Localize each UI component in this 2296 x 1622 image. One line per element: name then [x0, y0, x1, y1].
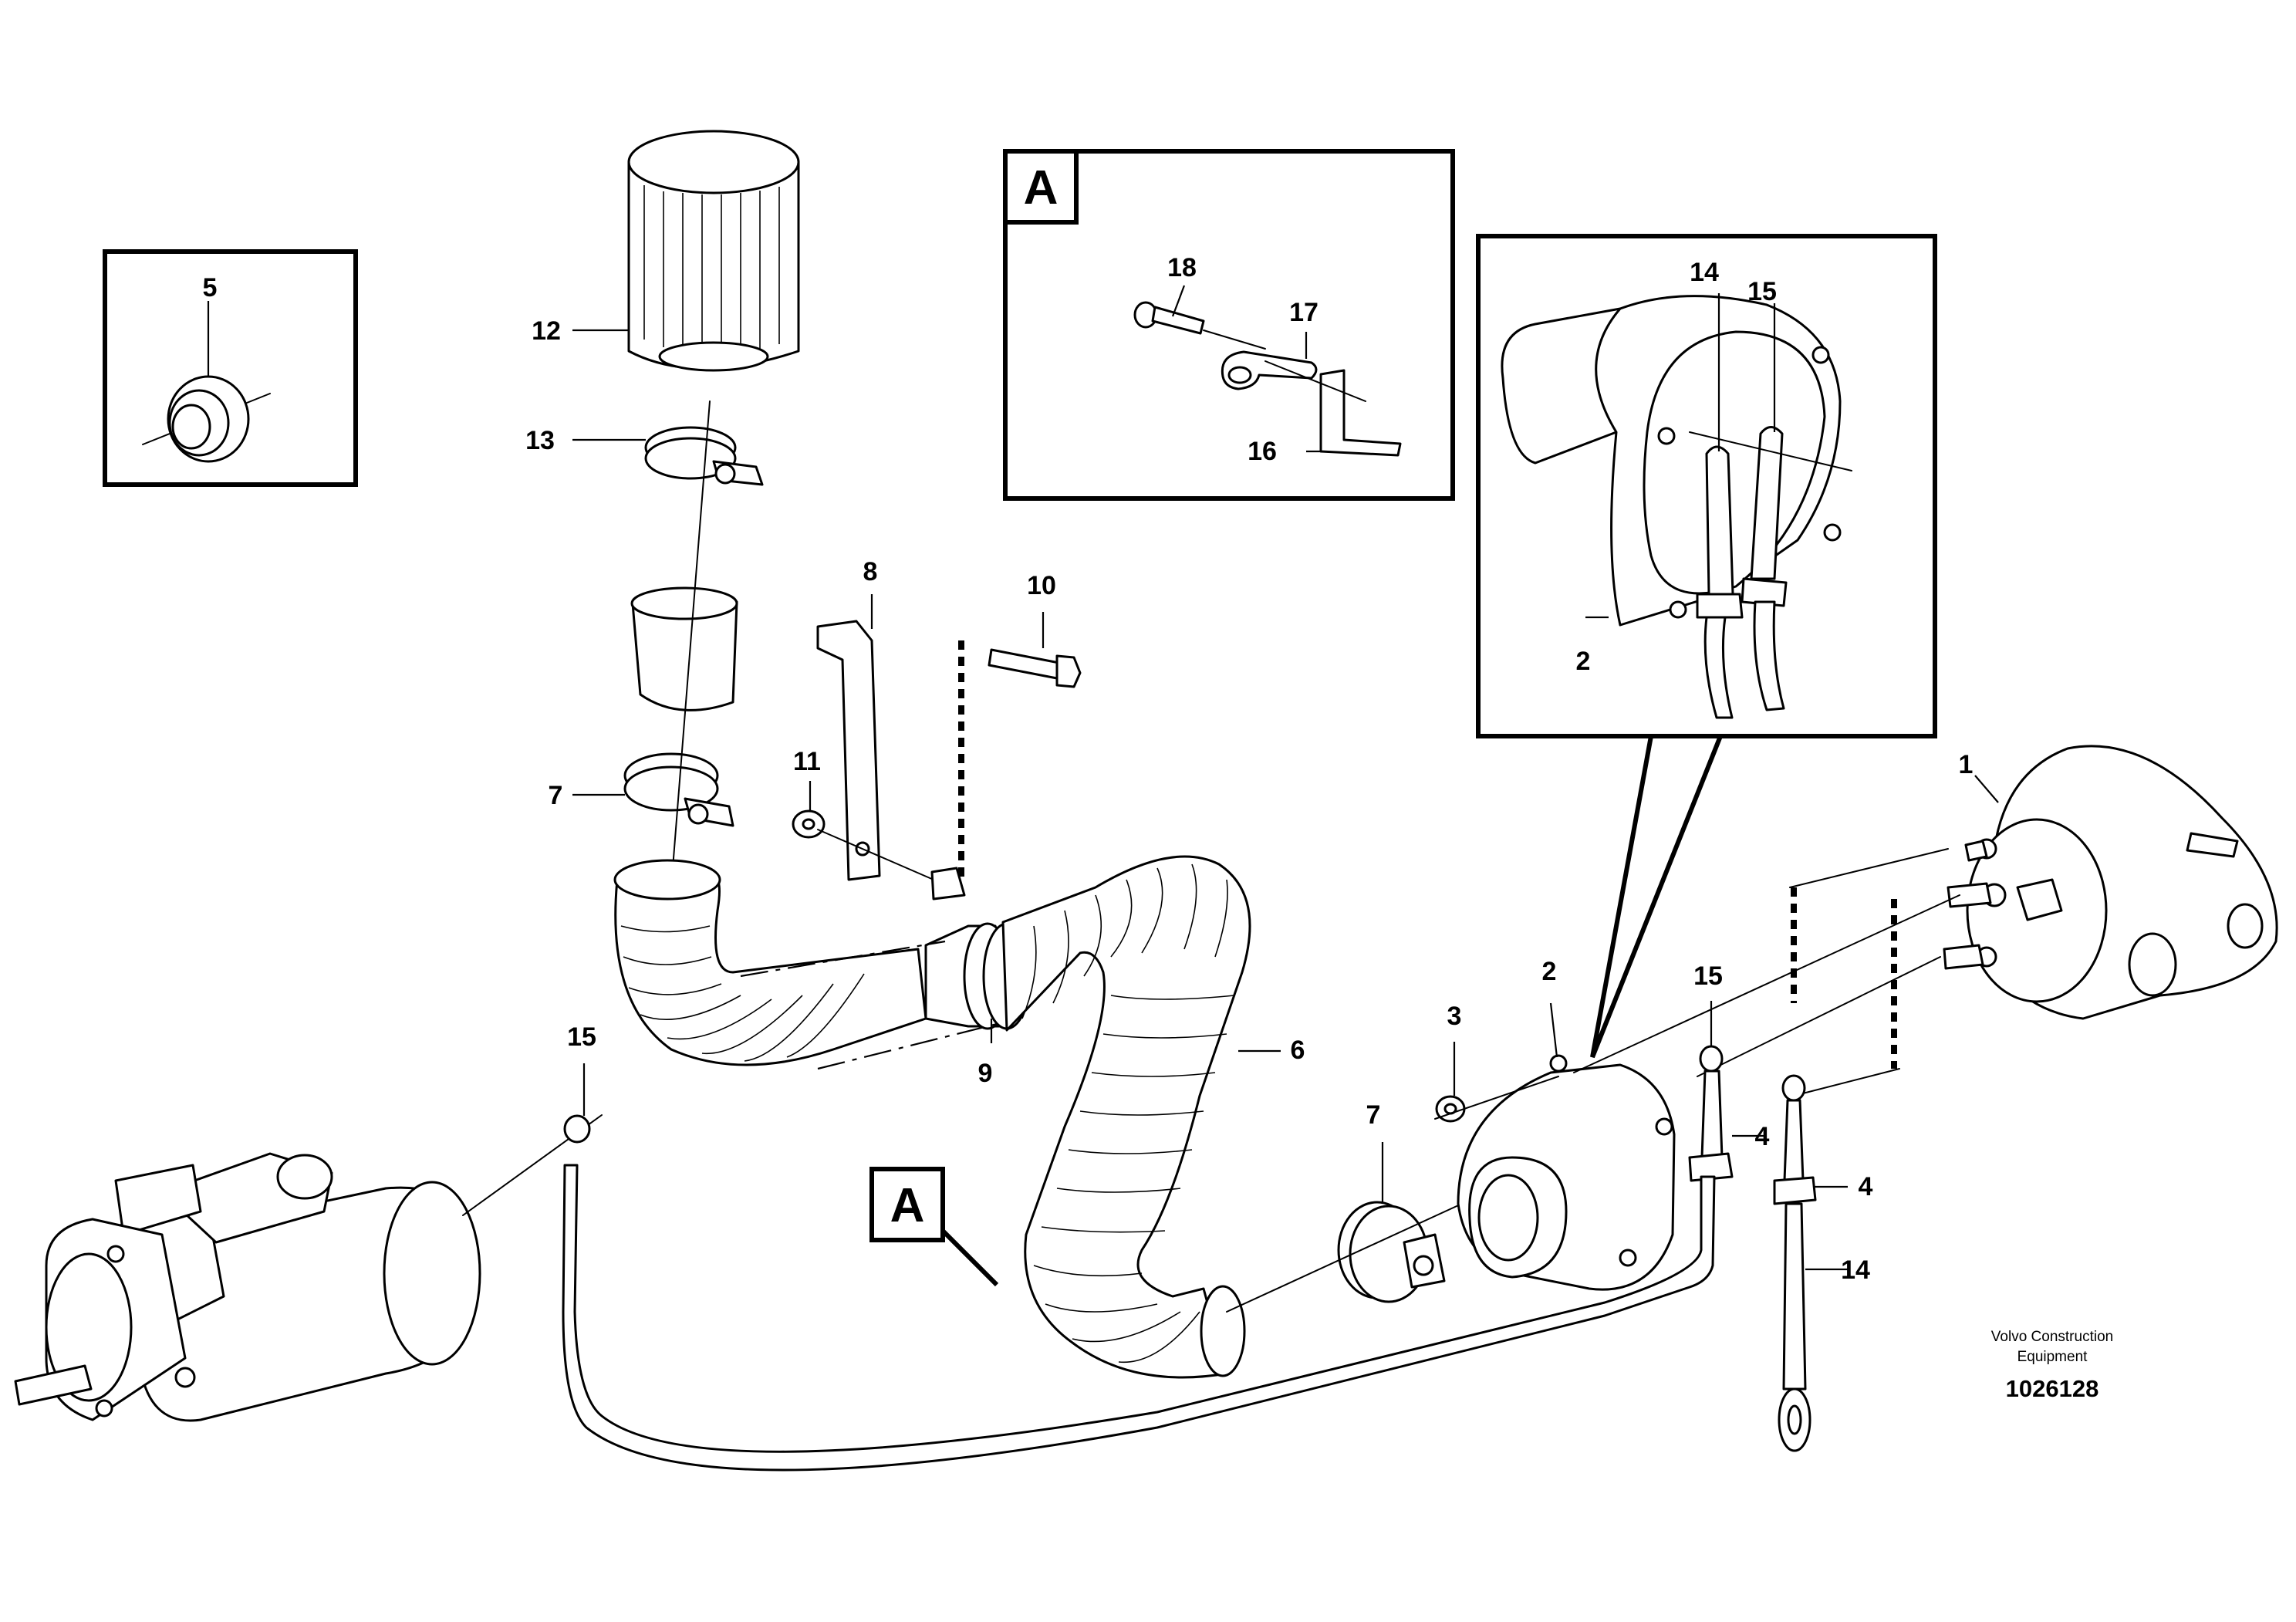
- hose-clamp-top: [644, 426, 764, 486]
- callout-14-detail: 14: [1690, 258, 1719, 287]
- credit-line-2: Equipment: [2017, 1349, 2088, 1365]
- starter-motor: [14, 1152, 481, 1422]
- view-a-label: A: [890, 1179, 925, 1232]
- washer-icon: [792, 809, 826, 839]
- bracket-icon: [1319, 369, 1402, 457]
- corrugated-hose: [1001, 855, 1251, 1379]
- document-number: 1026128: [2006, 1375, 2099, 1402]
- callout-4-right: 4: [1859, 1172, 1873, 1201]
- elbow-hose: [613, 859, 927, 1066]
- dashed-wire-path: [1791, 887, 1897, 1069]
- view-a-marker: A: [869, 1167, 999, 1287]
- hose-bracket-tab: [930, 867, 966, 901]
- cable-15-long: [562, 1164, 1716, 1472]
- leader-lines: [207, 285, 1999, 1271]
- callout-9: 9: [978, 1059, 993, 1088]
- callout-8: 8: [863, 557, 878, 586]
- callout-2-detail: 2: [1576, 647, 1591, 676]
- connector-housing: [1457, 1054, 1676, 1291]
- assembly-axis: [670, 400, 711, 888]
- callout-3: 3: [1447, 1002, 1462, 1031]
- detail-box-a-label: A: [1024, 161, 1059, 215]
- callout-6: 6: [1291, 1036, 1305, 1065]
- callout-13: 13: [525, 426, 555, 455]
- cable-15: [1688, 1045, 1734, 1182]
- callout-14: 14: [1841, 1255, 1870, 1285]
- bolt-icon: [988, 648, 1082, 688]
- cable-15-eyelet: [563, 1114, 591, 1144]
- detail-box-a: A: [1003, 149, 1455, 501]
- callout-1: 1: [1959, 750, 1974, 779]
- hose-sleeve: [630, 586, 738, 711]
- callout-labels: 1 2 2 3 4 4 5 6 7 7 8 9 10 11 12 13 14 1…: [203, 253, 1974, 1285]
- callout-7-lower: 7: [1366, 1100, 1381, 1130]
- detail-pointer: [1590, 735, 1723, 1059]
- callout-5: 5: [203, 273, 218, 302]
- callout-7-upper: 7: [549, 781, 563, 810]
- bolt-icon: [1133, 301, 1205, 335]
- hose-clamp-7-lower: [1337, 1201, 1446, 1303]
- wiring-leaders: [1573, 848, 1960, 1097]
- cable-14: [1773, 1074, 1817, 1452]
- centerline: [740, 940, 1004, 1070]
- callout-12: 12: [532, 316, 561, 346]
- callout-15-left: 15: [567, 1022, 596, 1052]
- detail-box-connector: [1476, 234, 1937, 738]
- callout-11: 11: [793, 747, 821, 776]
- clamp-icon: [1221, 350, 1318, 390]
- alternator: [1943, 745, 2278, 1020]
- callout-15-middle: 15: [1693, 961, 1723, 991]
- hose-clamp-7-upper: [623, 752, 734, 827]
- publisher-credit: Volvo Construction Equipment 1026128: [1991, 1329, 2113, 1402]
- callout-2: 2: [1542, 957, 1557, 986]
- credit-line-1: Volvo Construction: [1991, 1329, 2113, 1345]
- callout-16: 16: [1248, 437, 1277, 466]
- callout-15-detail: 15: [1747, 277, 1777, 306]
- callout-18: 18: [1167, 253, 1197, 282]
- air-filter: [627, 130, 800, 372]
- callout-4-middle: 4: [1755, 1122, 1770, 1151]
- detail-box-grommet: [103, 249, 358, 487]
- callout-17: 17: [1289, 298, 1319, 327]
- bracket-8: [816, 620, 881, 881]
- callout-10: 10: [1027, 571, 1056, 600]
